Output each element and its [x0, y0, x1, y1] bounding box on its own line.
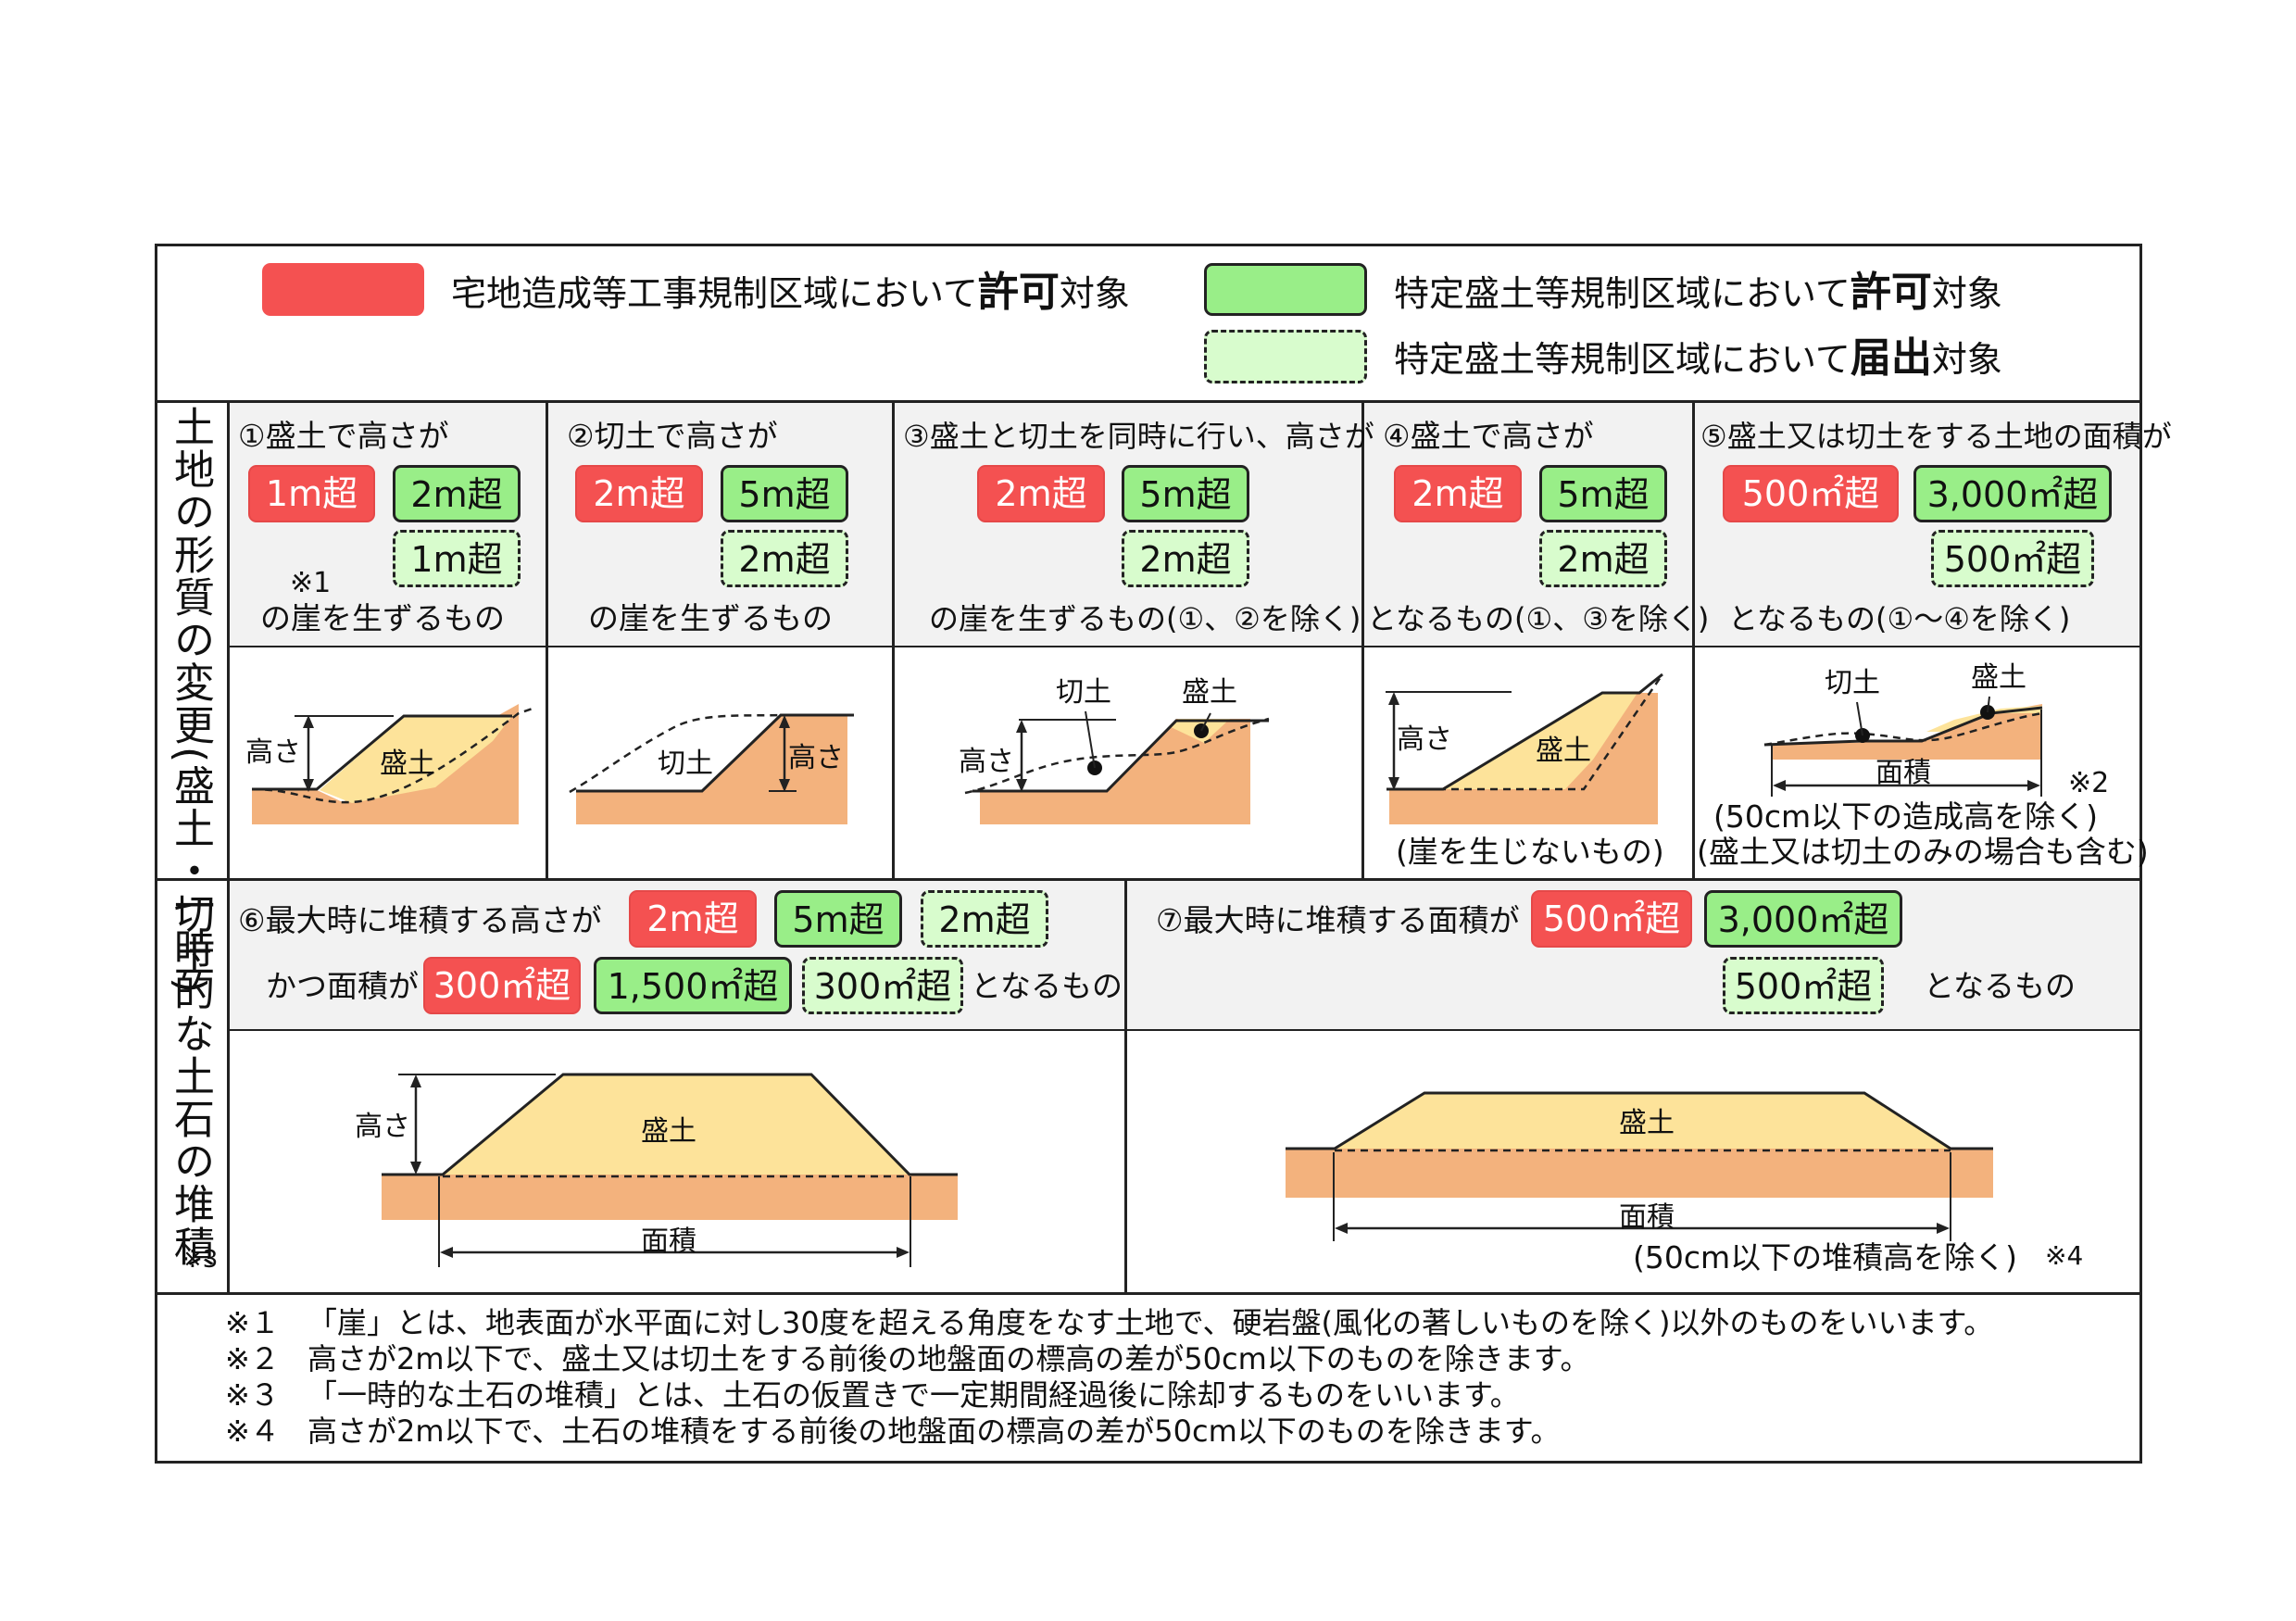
cell2-title: ②切土で高さが [567, 418, 778, 454]
cell3-bottom: の崖を生ずるもの(①、②を除く) [929, 601, 1361, 636]
c2-height-label: 高さ [788, 742, 844, 774]
c7-area-label: 面積 [1619, 1201, 1675, 1234]
c6-badge-red: 2m超 [629, 890, 757, 948]
cell5-badge-green: 3,000㎡超 [1913, 465, 2112, 522]
cell2-badge-dashed: 2m超 [721, 530, 848, 587]
footnote-1-mark: ※１ [225, 1305, 280, 1340]
footnote-4-mark: ※４ [225, 1414, 280, 1449]
cell1-badge-red: 1m超 [248, 465, 375, 522]
c7-badge-red: 500㎡超 [1531, 890, 1692, 948]
c4-no-cliff: (崖を生じないもの) [1396, 834, 1664, 870]
cell4-badge-green: 5m超 [1539, 465, 1667, 522]
c1-fill-label: 盛土 [380, 748, 435, 780]
cell3-badge-dashed: 2m超 [1122, 530, 1249, 587]
c6-area-label: 面積 [641, 1225, 696, 1258]
c5-excl50: (50cm以下の造成高を除く) [1713, 798, 2099, 835]
cell1-badge-dashed: 1m超 [393, 530, 521, 587]
c5-note2: ※2 [2068, 767, 2110, 799]
cell2-badge-red: 2m超 [575, 465, 703, 522]
c6-title: ⑥最大時に堆積する高さが [238, 902, 602, 938]
legend-swatch-red [262, 263, 424, 316]
cell4-title: ④盛土で高さが [1383, 418, 1594, 454]
c7-excl-pile: (50cm以下の堆積高を除く) [1633, 1239, 2018, 1275]
c3-fill-label: 盛土 [1182, 676, 1237, 709]
cell1-note: ※1 [290, 567, 332, 599]
c5-cut-label: 切土 [1825, 667, 1880, 699]
section-label-temp-note: ※3 [182, 1246, 219, 1274]
c5-fill-label: 盛土 [1971, 661, 2026, 694]
c3-cut-label: 切土 [1056, 676, 1111, 709]
regulation-table [155, 244, 2142, 1464]
diagram-fill-and-cut [964, 710, 1270, 824]
diagram-pile-area [1286, 1091, 1993, 1241]
cell4-bottom: となるもの(①、③を除く) [1367, 601, 1710, 636]
c4-height-label: 高さ [1397, 723, 1452, 756]
diagram-area [1763, 696, 2043, 797]
c5-area-label: 面積 [1876, 757, 1931, 789]
footnote-1-text: 「崖」とは、地表面が水平面に対し30度を超える角度をなす土地で、硬岩盤(風化の著… [307, 1305, 1994, 1340]
c7-fill-label: 盛土 [1619, 1107, 1675, 1139]
c6-badge-dashed-area: 300㎡超 [802, 957, 963, 1014]
c6-badge-red-area: 300㎡超 [423, 957, 581, 1014]
cell2-bottom: の崖を生ずるもの [588, 600, 833, 636]
c1-height-label: 高さ [245, 736, 301, 769]
legend-text-green: 特定盛土等規制区域において許可対象 [1394, 269, 2002, 316]
diagram-fill-no-cliff [1386, 672, 1664, 824]
cell5-badge-dashed: 500㎡超 [1931, 530, 2094, 587]
diagram-pile-height [382, 1073, 958, 1267]
diagram-fill-slope [251, 704, 533, 824]
c6-badge-dashed: 2m超 [921, 890, 1048, 948]
c6-and-area: かつ面積が [266, 968, 419, 1004]
c6-badge-green-area: 1,500㎡超 [594, 957, 792, 1014]
c7-badge-green: 3,000㎡超 [1704, 890, 1902, 948]
cell4-badge-dashed: 2m超 [1539, 530, 1667, 587]
cell4-badge-red: 2m超 [1394, 465, 1522, 522]
c7-note4: ※4 [2045, 1240, 2084, 1271]
footnote-4-text: 高さが2m以下で、土石の堆積をする前後の地盤面の標高の差が50cm以下のものを除… [307, 1414, 1561, 1449]
c3-height-label: 高さ [959, 746, 1014, 778]
cell1-bottom: の崖を生ずるもの [260, 600, 505, 636]
cell1-title: ①盛土で高さが [238, 418, 449, 454]
c6-badge-green: 5m超 [774, 890, 902, 948]
c7-title: ⑦最大時に堆積する面積が [1156, 902, 1520, 938]
legend-swatch-green [1204, 263, 1367, 316]
footnote-2-mark: ※２ [225, 1341, 280, 1376]
cell3-title: ③盛土と切土を同時に行い、高さが [903, 419, 1374, 454]
legend-text-red: 宅地造成等工事規制区域において許可対象 [451, 269, 1130, 316]
cell5-bottom: となるもの(①～④を除く) [1728, 601, 2071, 636]
c6-height-label: 高さ [355, 1111, 410, 1143]
footnote-3-text: 「一時的な土石の堆積」とは、土石の仮置きで一定期間経過後に除却するものをいいます… [307, 1377, 1520, 1413]
c7-badge-dashed: 500㎡超 [1723, 957, 1884, 1014]
c6-suffix: となるもの [971, 968, 1123, 1004]
footnote-3-mark: ※３ [225, 1377, 280, 1413]
section-label-temp: 一時的な土石の堆積 [167, 885, 214, 1268]
cell3-badge-green: 5m超 [1122, 465, 1249, 522]
cell3-badge-red: 2m超 [977, 465, 1105, 522]
legend-swatch-dashed [1204, 330, 1367, 383]
cell2-badge-green: 5m超 [721, 465, 848, 522]
cell5-badge-red: 500㎡超 [1723, 465, 1899, 522]
footnote-2-text: 高さが2m以下で、盛土又は切土をする前後の地盤面の標高の差が50cm以下のものを… [307, 1341, 1590, 1376]
c2-cut-label: 切土 [658, 748, 713, 780]
c5-incl: (盛土又は切土のみの場合も含む) [1697, 834, 2149, 870]
c4-fill-label: 盛土 [1536, 735, 1591, 767]
cell5-title: ⑤盛土又は切土をする土地の面積が [1700, 419, 2172, 454]
diagram-cut-slope [569, 713, 854, 824]
c6-fill-label: 盛土 [641, 1115, 696, 1148]
cell1-badge-green: 2m超 [393, 465, 521, 522]
legend-text-dashed: 特定盛土等規制区域において届出対象 [1394, 334, 2002, 382]
section-label-land: 土地の形質の変更(盛土・切土) [167, 406, 214, 996]
c7-suffix: となるもの [1924, 968, 2076, 1004]
